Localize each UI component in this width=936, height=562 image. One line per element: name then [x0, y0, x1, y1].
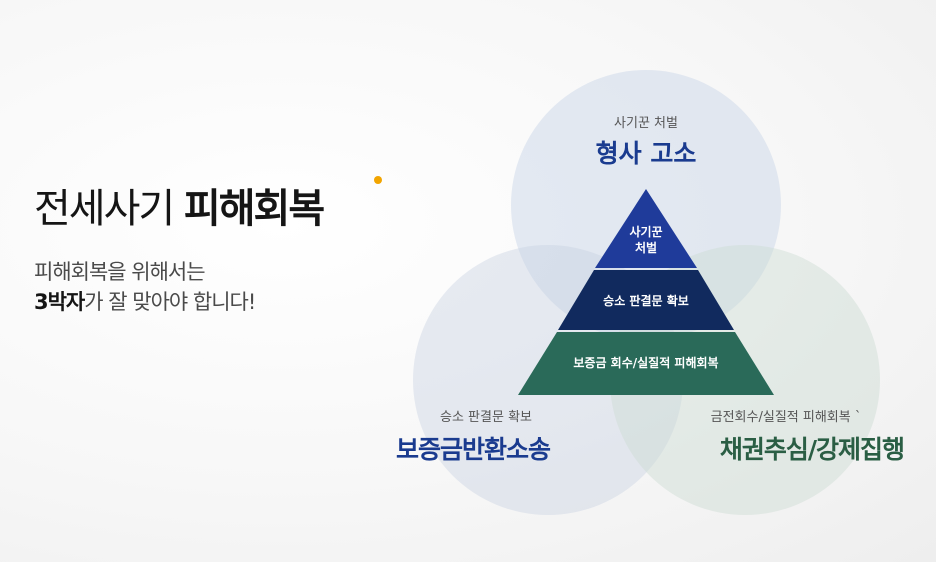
pyramid-middle-tier — [558, 270, 734, 330]
subtitle-highlight: 3박자 — [34, 290, 85, 314]
accent-dot — [374, 176, 382, 184]
circle-left-caption: 승소 판결문 확보 — [440, 410, 532, 425]
circle-left-title: 보증금반환소송 — [396, 435, 551, 464]
headline-light: 전세사기 — [34, 186, 184, 232]
headline-bold: 피해회복 — [183, 186, 325, 232]
circle-top-caption: 사기꾼 처벌 — [614, 116, 678, 131]
subtitle-line1: 피해회복을 위해서는 — [34, 260, 206, 284]
pyramid-bottom-label: 보증금 회수/실질적 피해회복 — [573, 355, 718, 370]
main-headline: 전세사기 피해회복 — [34, 176, 325, 234]
circle-right-caption: 금전회수/실질적 피해회복 ` — [711, 410, 862, 425]
pyramid-bottom-tier — [518, 332, 774, 395]
pyramid-top-label-2: 처벌 — [635, 240, 657, 255]
circle-right-title: 채권추심/강제집행 — [720, 435, 904, 464]
subtitle-line2: 3박자가 잘 맞아야 합니다! — [34, 286, 256, 316]
pyramid-middle-label: 승소 판결문 확보 — [603, 293, 689, 308]
subtitle-rest: 가 잘 맞아야 합니다! — [84, 290, 256, 314]
circle-top-title: 형사 고소 — [596, 139, 697, 168]
pyramid-top-label-1: 사기꾼 — [629, 224, 662, 239]
pyramid-top-tier — [595, 189, 697, 268]
